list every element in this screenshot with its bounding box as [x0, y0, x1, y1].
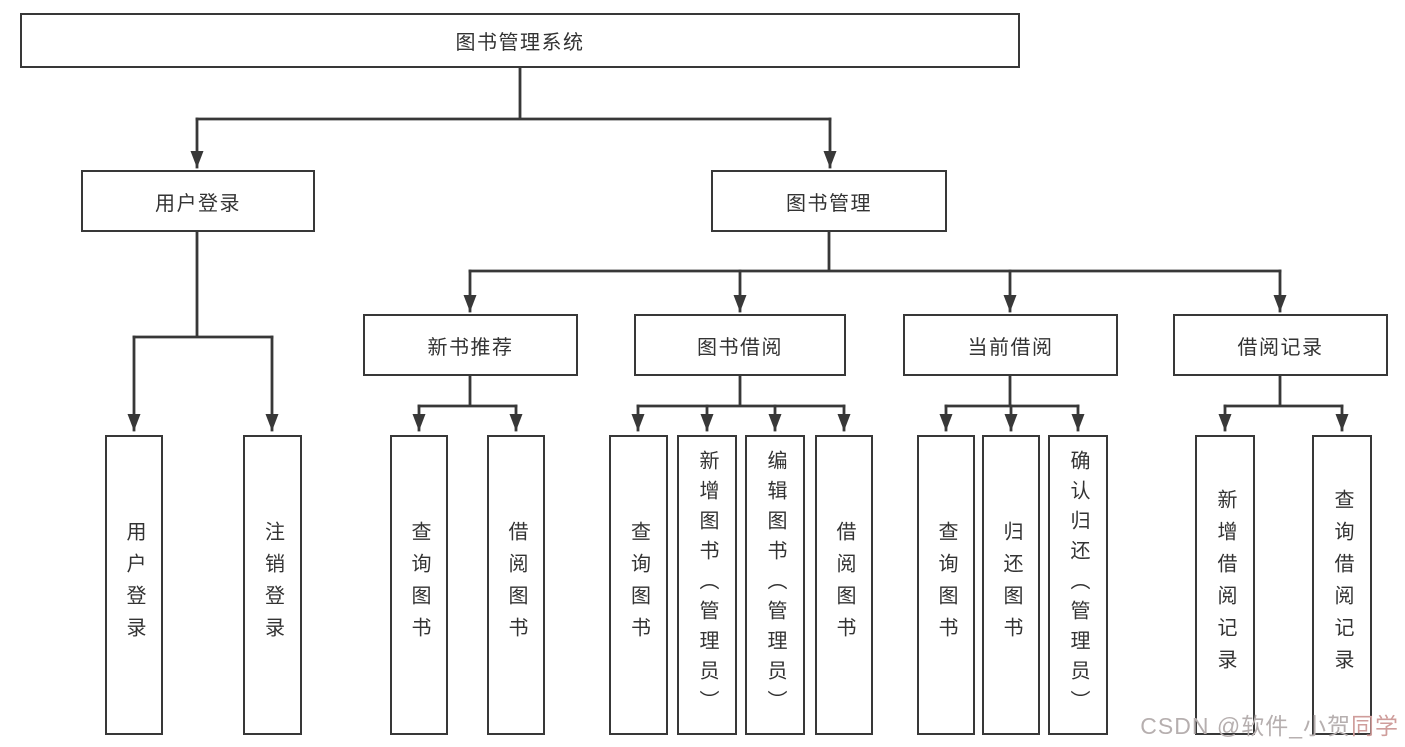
node-label: 编辑图书（管理员）: [764, 450, 786, 720]
node-book-management: 图书管理: [711, 170, 947, 232]
node-label: 借阅记录: [1237, 336, 1324, 359]
node-library-system: 图书管理系统: [20, 13, 1020, 68]
node-leaf-add-borrow-record: 新增借阅记录: [1195, 435, 1255, 735]
node-label: 借阅图书: [505, 521, 527, 649]
csdn-watermark: CSDN @软件_小贺同学: [1140, 707, 1399, 741]
node-leaf-borrow-books-2: 借阅图书: [815, 435, 873, 735]
node-leaf-return-books: 归还图书: [982, 435, 1040, 735]
node-leaf-user-login: 用户登录: [105, 435, 163, 735]
node-label: 图书管理系统: [455, 32, 585, 54]
node-label: 注销登录: [261, 521, 284, 649]
node-label: 新增图书（管理员）: [696, 450, 718, 720]
node-leaf-query-borrow-record: 查询借阅记录: [1312, 435, 1372, 735]
node-label: 归还图书: [1000, 521, 1022, 649]
node-leaf-add-book-admin: 新增图书（管理员）: [677, 435, 737, 735]
node-label: 借阅图书: [833, 521, 855, 649]
node-leaf-query-books-2: 查询图书: [609, 435, 668, 735]
node-leaf-logout: 注销登录: [243, 435, 302, 735]
node-new-book-recommendation: 新书推荐: [363, 314, 578, 376]
node-leaf-confirm-return-admin: 确认归还（管理员）: [1048, 435, 1108, 735]
node-borrowing-records: 借阅记录: [1173, 314, 1388, 376]
node-label: 用户登录: [155, 192, 241, 215]
node-label: 查询图书: [627, 521, 650, 649]
watermark-text: CSDN @软件_小贺: [1140, 713, 1351, 739]
node-label: 确认归还（管理员）: [1067, 450, 1089, 720]
node-label: 新增借阅记录: [1214, 489, 1236, 681]
node-leaf-edit-book-admin: 编辑图书（管理员）: [745, 435, 805, 735]
node-label: 图书管理: [786, 192, 872, 215]
node-leaf-borrow-books-1: 借阅图书: [487, 435, 545, 735]
node-user-login: 用户登录: [81, 170, 315, 232]
node-label: 图书借阅: [697, 336, 783, 359]
node-label: 用户登录: [123, 521, 145, 649]
node-label: 新书推荐: [427, 336, 514, 359]
node-leaf-query-books-1: 查询图书: [390, 435, 448, 735]
node-label: 当前借阅: [967, 336, 1054, 359]
node-book-borrowing: 图书借阅: [634, 314, 846, 376]
node-label: 查询借阅记录: [1331, 489, 1353, 681]
node-label: 查询图书: [408, 521, 430, 649]
node-leaf-query-books-3: 查询图书: [917, 435, 975, 735]
node-current-borrowing: 当前借阅: [903, 314, 1118, 376]
node-label: 查询图书: [935, 521, 957, 649]
watermark-text-accent: 同学: [1351, 713, 1399, 739]
